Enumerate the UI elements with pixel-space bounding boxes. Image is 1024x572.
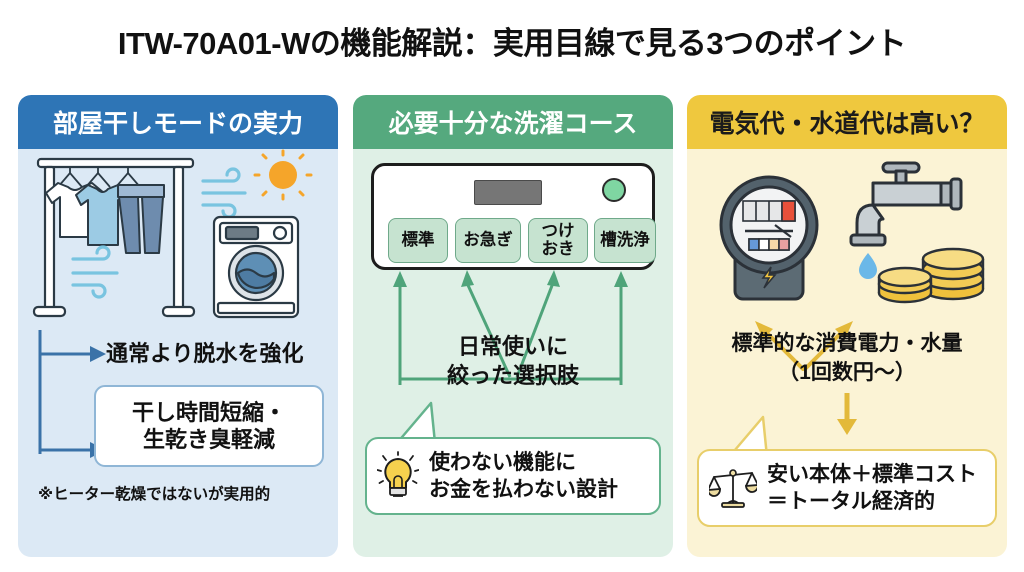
shirt-icon <box>75 184 131 246</box>
course-button-tubclean[interactable]: 槽洗浄 <box>594 218 656 263</box>
panel3-v-arrows <box>755 321 853 371</box>
course-button-soak-label-2: おき <box>541 239 575 258</box>
faucet-icon <box>849 161 963 247</box>
course-button-soak[interactable]: つけ おき <box>528 218 588 263</box>
panel1-body: 通常より脱水を強化 干し時間短縮・ 生乾き臭軽減 ※ヒーター乾燥ではないが実用的 <box>18 149 338 557</box>
panel-wash-courses: 必要十分な洗濯コース 標準 お急ぎ つけ おき 槽洗浄 <box>353 95 673 557</box>
sun-icon <box>253 149 313 201</box>
wind-icon-lower <box>71 245 119 299</box>
course-button-quick-label: お急ぎ <box>463 230 513 249</box>
meter-dial-detail <box>742 200 796 251</box>
panel1-result-line2: 生乾き臭軽減 <box>142 427 275 452</box>
panel2-body: 標準 お急ぎ つけ おき 槽洗浄 <box>353 149 673 557</box>
washing-machine-icon <box>212 215 300 319</box>
panel-running-cost: 電気代・水道代は高い？ <box>687 95 1007 557</box>
control-panel: 標準 お急ぎ つけ おき 槽洗浄 <box>371 163 656 270</box>
panel3-caption-line1: 標準的な消費電力・水量 <box>731 332 963 355</box>
panel3-body: 標準的な消費電力・水量 （1回数円〜） <box>687 149 1007 557</box>
panel2-caption-line1: 日常使いに <box>457 334 568 359</box>
lightning-bolt-icon <box>761 266 777 289</box>
pants-icon <box>117 184 165 254</box>
course-button-standard[interactable]: 標準 <box>388 218 448 263</box>
panel2-caption-line2: 絞った選択肢 <box>446 363 579 388</box>
panel2-callout-line1: 使わない機能に <box>429 450 576 474</box>
course-button-quick[interactable]: お急ぎ <box>455 218 521 263</box>
course-button-standard-label: 標準 <box>401 230 435 249</box>
panel3-caption-line2: （1回数円〜） <box>778 361 916 384</box>
panel3-callout: 安い本体＋標準コスト ＝トータル経済的 <box>697 449 997 527</box>
course-button-tubclean-label: 槽洗浄 <box>600 230 650 249</box>
panel3-callout-line2: ＝トータル経済的 <box>767 490 935 513</box>
panel1-bullet-text: 通常より脱水を強化 <box>106 341 304 366</box>
course-button-soak-label-1: つけ <box>541 222 575 241</box>
drying-rack-icon <box>32 157 196 318</box>
panel2-course-arrows <box>393 270 628 385</box>
panel2-callout-line2: お金を払わない設計 <box>429 478 618 501</box>
control-display <box>474 180 542 205</box>
panel-room-drying: 部屋干しモードの実力 <box>18 95 338 557</box>
coin-stack-icon <box>877 247 985 304</box>
wind-icon <box>201 167 247 219</box>
balance-scale-icon <box>709 469 757 508</box>
panel1-result-box: 干し時間短縮・ 生乾き臭軽減 <box>94 385 324 467</box>
panel3-callout-line1: 安い本体＋標準コスト <box>767 462 977 486</box>
panel3-down-arrow <box>837 393 857 435</box>
panel3-header: 電気代・水道代は高い？ <box>687 95 1007 149</box>
lightbulb-icon <box>377 451 419 497</box>
panel1-footnote: ※ヒーター乾燥ではないが実用的 <box>38 486 271 503</box>
water-drop-icon <box>859 253 877 279</box>
panel2-callout: 使わない機能に お金を払わない設計 <box>365 437 661 515</box>
power-indicator-icon <box>602 178 626 202</box>
panel1-header: 部屋干しモードの実力 <box>18 95 338 149</box>
hanger-icon <box>57 167 141 188</box>
panel2-header: 必要十分な洗濯コース <box>353 95 673 149</box>
panel3-illustration <box>719 161 985 304</box>
panel1-result-line1: 干し時間短縮・ <box>131 399 286 425</box>
page-title: ITW-70A01-Wの機能解説：実用目線で見る3つのポイント <box>117 26 907 61</box>
panel1-illustration <box>32 149 313 319</box>
